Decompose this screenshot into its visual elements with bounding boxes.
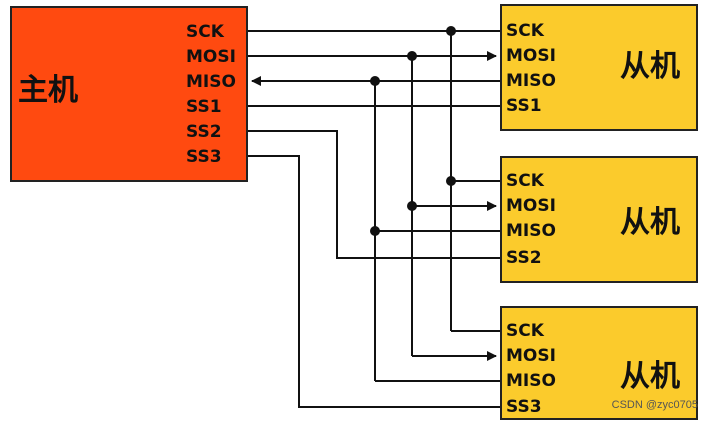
junction-mosi-top [407,51,417,61]
master-pin-ss2: SS2 [186,122,222,142]
junction-sck-mid [446,176,456,186]
master-pin-mosi: MOSI [186,47,236,67]
master-pin-sck: SCK [186,22,224,42]
slave3-pin-miso: MISO [506,371,556,391]
slave3-pin-mosi: MOSI [506,346,556,366]
master-pin-ss3: SS3 [186,147,222,167]
junction-sck-top [446,26,456,36]
slave-box-2: SCK MOSI MISO SS2 从机 [500,156,698,283]
ss2-line [248,130,500,259]
slave2-title: 从机 [620,205,680,240]
master-title: 主机 [18,73,78,108]
slave-box-1: SCK MOSI MISO SS1 从机 [500,4,698,131]
master-pin-ss1: SS1 [186,97,222,117]
master-box: 主机 SCK MOSI MISO SS1 SS2 SS3 [10,6,248,182]
ss3-line [248,155,500,408]
master-pin-miso: MISO [186,72,236,92]
slave3-pin-sck: SCK [506,321,544,341]
slave3-title: 从机 [620,359,680,394]
slave2-pin-sck: SCK [506,171,544,191]
junction-mosi-mid [407,201,417,211]
slave2-pin-miso: MISO [506,221,556,241]
slave3-pin-ss: SS3 [506,397,542,417]
slave1-title: 从机 [620,49,680,84]
junction-miso-top [370,76,380,86]
watermark: CSDN @zyc0705 [611,399,698,411]
slave-box-3: SCK MOSI MISO SS3 从机 [500,306,698,420]
slave1-pin-miso: MISO [506,71,556,91]
slave1-pin-sck: SCK [506,21,544,41]
slave2-pin-ss: SS2 [506,248,542,268]
slave1-pin-ss: SS1 [506,96,542,116]
slave1-pin-mosi: MOSI [506,46,556,66]
slave2-pin-mosi: MOSI [506,196,556,216]
junction-miso-mid [370,226,380,236]
